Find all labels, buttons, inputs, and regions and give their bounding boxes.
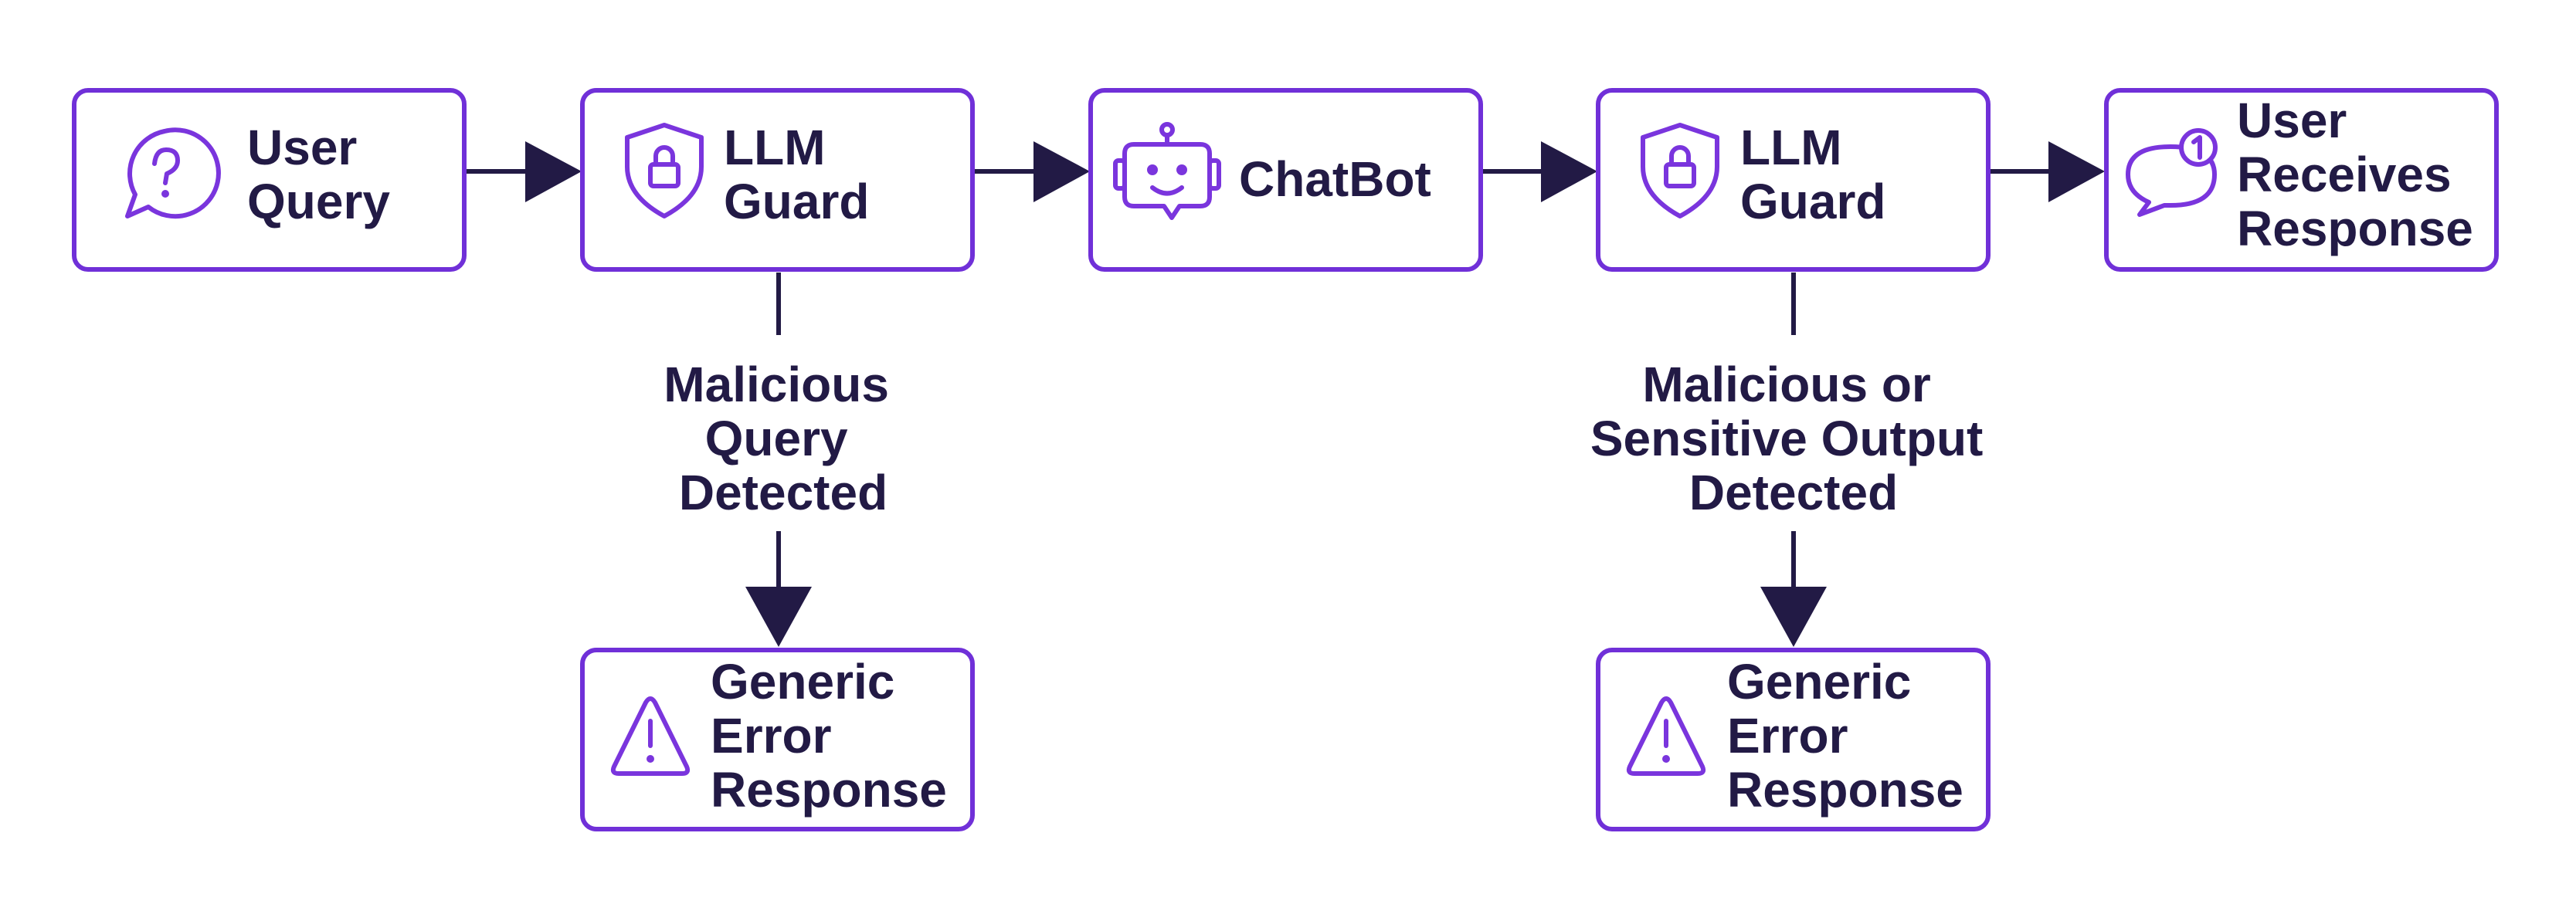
node-llm-guard-output: LLM Guard [1596, 88, 1991, 272]
node-label: LLM Guard [1740, 120, 1885, 229]
node-label-line: ChatBot [1239, 151, 1431, 207]
node-label-line: Generic [1727, 654, 1911, 709]
node-label-line: LLM [1740, 120, 1842, 175]
edge-llm-guard-to-chatbot [975, 141, 1090, 202]
node-label-line: Query [247, 174, 390, 229]
node-label-line: LLM [724, 120, 826, 175]
edge-llm-guard-to-user-receives-response [1991, 141, 2105, 202]
node-label-line: Response [711, 762, 947, 818]
node-label-line: Response [2237, 201, 2473, 256]
node-label-line: Response [1727, 762, 1963, 818]
chat-bubble-notification-icon [2126, 128, 2218, 217]
edge-label-line: Detected [679, 465, 888, 520]
edge-label-line: Malicious [664, 357, 889, 412]
node-error-response-input: Generic Error Response [580, 648, 975, 831]
node-label: User Query [247, 120, 390, 229]
edge-label-line: Query [705, 411, 848, 466]
edge-label-malicious-query: Malicious Query Detected [664, 357, 902, 520]
node-label-line: Receives [2237, 147, 2452, 202]
node-label-line: Guard [724, 174, 869, 229]
node-label-line: Guard [1740, 174, 1885, 229]
edge-chatbot-to-llm-guard [1483, 141, 1597, 202]
robot-icon [1113, 122, 1221, 220]
node-label: Generic Error Response [1727, 654, 1963, 818]
shield-lock-icon [625, 123, 704, 218]
node-label: User Receives Response [2237, 93, 2473, 256]
node-label-line: Error [1727, 708, 1848, 763]
node-user-receives-response: User Receives Response [2104, 88, 2499, 272]
edge-label-line: Malicious or [1642, 357, 1930, 412]
edge-user-query-to-llm-guard [467, 141, 582, 202]
edge-label-line: Sensitive Output [1590, 411, 1984, 466]
edge-label-malicious-output: Malicious or Sensitive Output Detected [1590, 357, 1997, 520]
node-label: LLM Guard [724, 120, 869, 229]
shield-lock-icon [1641, 123, 1719, 218]
edge-llm-guard-to-error-input [745, 273, 812, 647]
warning-triangle-icon [1626, 696, 1706, 776]
warning-triangle-icon [610, 696, 691, 776]
edge-label-line: Detected [1689, 465, 1898, 520]
node-label-line: Error [711, 708, 832, 763]
node-label-line: Generic [711, 654, 894, 709]
edge-llm-guard-to-error-output [1760, 273, 1827, 647]
node-chatbot: ChatBot [1088, 88, 1483, 272]
question-chat-bubble-icon [125, 127, 221, 219]
node-user-query: User Query [72, 88, 467, 272]
node-label-line: User [247, 120, 357, 175]
node-error-response-output: Generic Error Response [1596, 648, 1991, 831]
node-label: Generic Error Response [711, 654, 947, 818]
node-label: ChatBot [1239, 151, 1431, 207]
node-label-line: User [2237, 93, 2347, 148]
node-llm-guard-input: LLM Guard [580, 88, 975, 272]
